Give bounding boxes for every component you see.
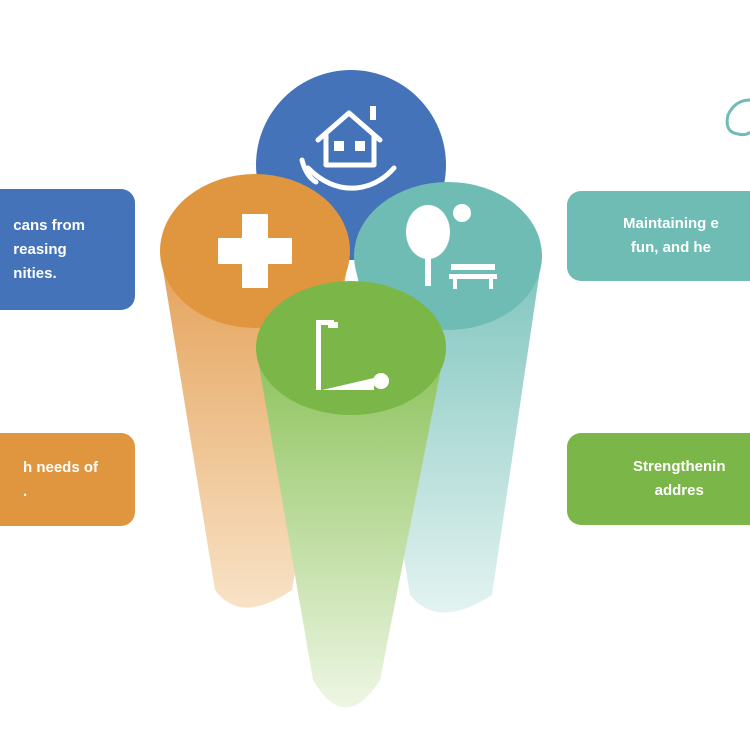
street-lamp-and-sleeping-person-icon <box>316 320 389 390</box>
house-in-hand-icon <box>299 106 397 191</box>
callout-teal-text: Maintaining e fun, and he <box>623 215 719 256</box>
medical-cross-icon <box>218 214 292 288</box>
pillar-green <box>256 281 446 708</box>
callout-blue-text: cans from reasing nities. <box>13 216 85 282</box>
leaf-icon <box>725 98 750 137</box>
callout-teal: Maintaining e fun, and he <box>567 191 750 281</box>
callout-orange-text: h needs of . <box>22 458 98 500</box>
tree-and-bench-icon <box>406 204 497 289</box>
pillar-green-body <box>256 348 445 708</box>
callout-orange: h needs of . <box>0 433 135 526</box>
callout-green-text: Strengthenin addres <box>633 458 726 499</box>
callout-blue: cans from reasing nities. <box>0 189 135 310</box>
callout-green: Strengthenin addres <box>567 433 750 525</box>
pillar-green-top <box>256 281 446 415</box>
